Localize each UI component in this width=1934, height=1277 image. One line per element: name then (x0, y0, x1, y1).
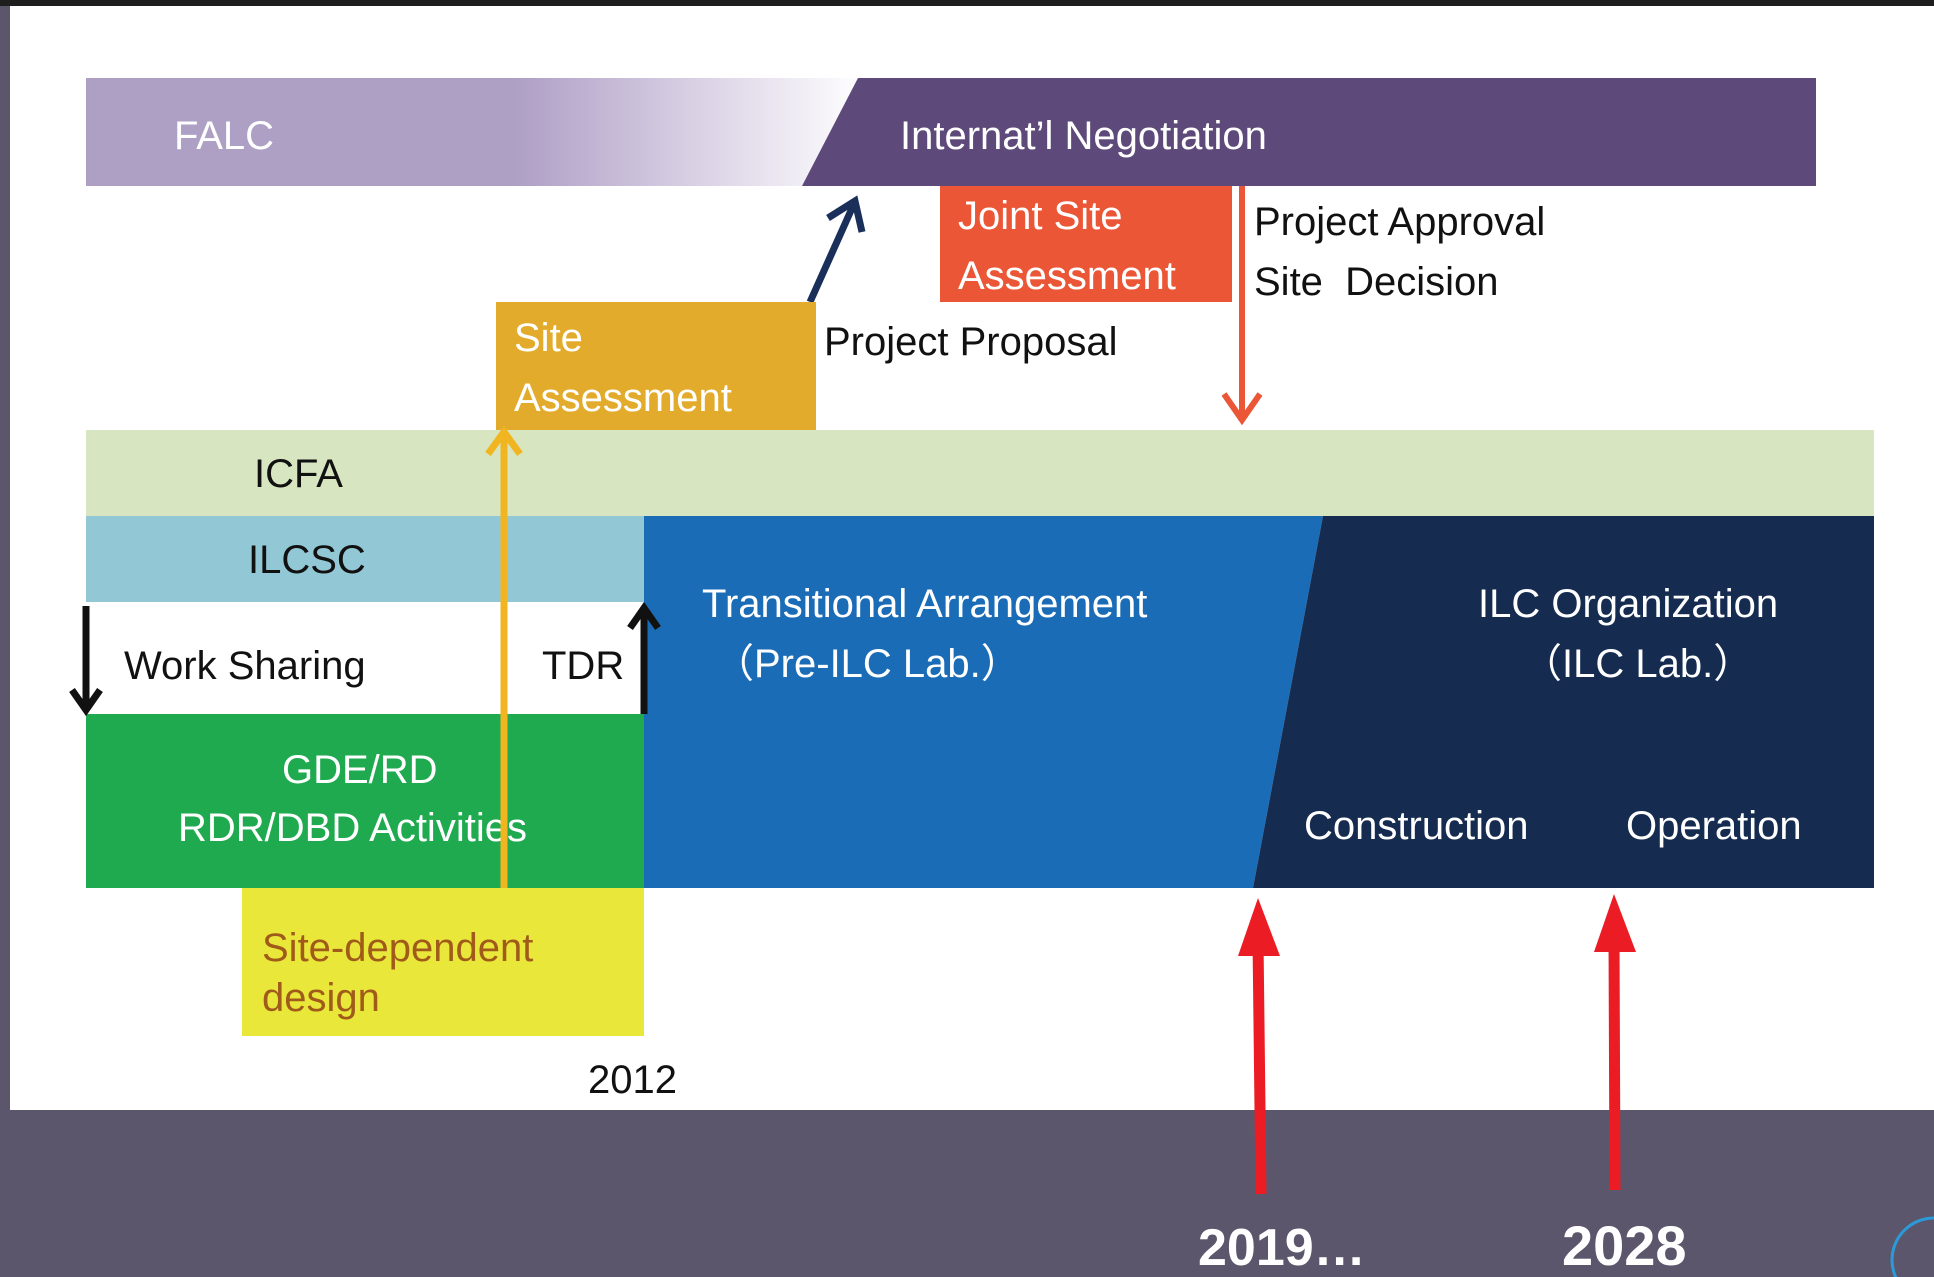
proposal-arrow-head (826, 195, 866, 233)
corner-logo-icon (1890, 1216, 1934, 1277)
top-border (0, 0, 1934, 6)
site-dependent-label-2: design (262, 976, 380, 1020)
work-sharing-arrow-head (69, 687, 103, 717)
ilc-organization-band (1253, 516, 1874, 888)
icfa-label: ICFA (254, 452, 343, 496)
year-2012-label: 2012 (588, 1058, 677, 1102)
joint-site-label-1: Joint Site (958, 194, 1123, 238)
transitional-label-2: （Pre-ILC Lab.） (714, 642, 1021, 686)
transitional-band (644, 516, 1323, 888)
falc-label: FALC (174, 114, 275, 158)
ilcsc-band (86, 516, 644, 602)
negotiation-label: Internat’l Negotiation (900, 114, 1267, 158)
ilc-org-label-2: （ILC Lab.） (1522, 642, 1754, 686)
gde-label-1: GDE/RD (282, 748, 438, 792)
yellow-arrow-head (485, 426, 523, 457)
year-2028-marker: 2028 (1562, 1214, 1687, 1277)
work-sharing-label: Work Sharing (124, 644, 366, 688)
site-assessment-label-1: Site (514, 316, 583, 360)
red-arrow-2028-line (1608, 935, 1621, 1191)
orange-arrow-head (1221, 392, 1263, 426)
year-2019-marker: 2019… (1198, 1219, 1366, 1277)
negotiation-band (802, 78, 1816, 186)
site-assessment-box (496, 302, 816, 430)
joint-site-assessment-box (940, 186, 1232, 302)
shapes-layer (644, 78, 1874, 888)
ilc-org-label-1: ILC Organization (1478, 582, 1779, 626)
gde-box (86, 714, 644, 888)
project-approval-label: Project Approval (1254, 200, 1546, 244)
joint-site-label-2: Assessment (958, 254, 1176, 298)
tdr-label: TDR (542, 644, 625, 688)
project-proposal-label: Project Proposal (824, 320, 1118, 364)
gde-label-2: RDR/DBD Activities (178, 806, 527, 850)
site-dependent-box (242, 888, 644, 1036)
red-arrow-2028-head (1594, 894, 1636, 952)
tdr-arrow-head (627, 601, 661, 631)
operation-label: Operation (1626, 804, 1802, 848)
red-arrow-2019-head (1238, 898, 1280, 956)
ilcsc-label: ILCSC (248, 538, 366, 582)
icfa-band (86, 430, 1874, 516)
falc-band (86, 78, 866, 186)
transitional-label-1: Transitional Arrangement (702, 582, 1148, 626)
site-decision-label: Site Decision (1254, 260, 1499, 304)
proposal-arrow-line (806, 204, 857, 304)
site-assessment-label-2: Assessment (514, 376, 732, 420)
site-dependent-label-1: Site-dependent (262, 926, 534, 970)
red-arrow-2019-line (1252, 939, 1267, 1195)
arrows-layer (69, 186, 1263, 888)
construction-label: Construction (1304, 804, 1529, 848)
